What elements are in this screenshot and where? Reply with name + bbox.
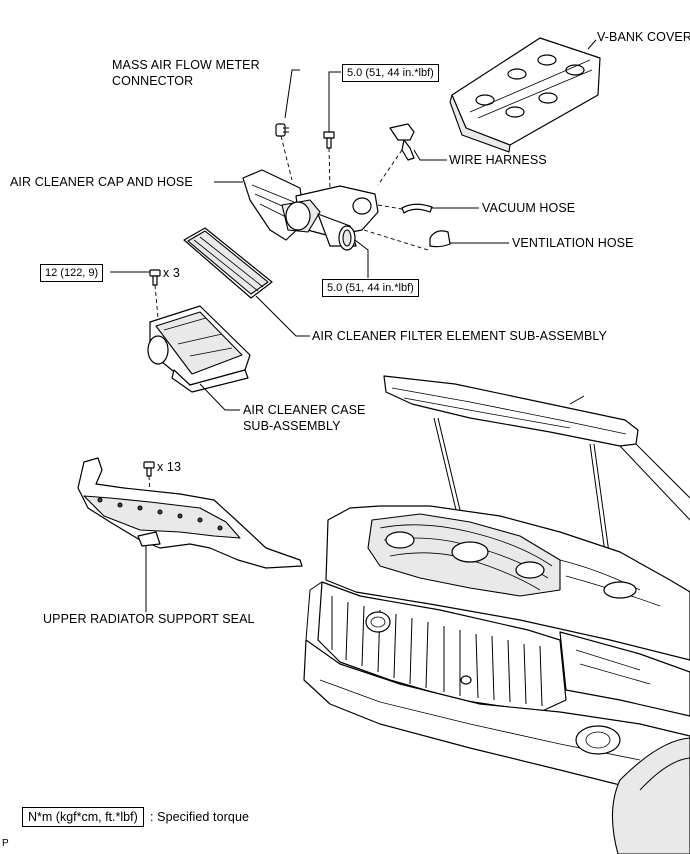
air-cleaner-case-label-line2: SUB-ASSEMBLY (243, 419, 341, 433)
top-bolt (323, 131, 335, 149)
air-cleaner-case-label-line1: AIR CLEANER CASE (243, 403, 366, 417)
quantity-13-label: x 13 (157, 460, 182, 474)
maf-connector (275, 123, 289, 137)
vacuum-hose-label: VACUUM HOSE (482, 201, 576, 215)
wire-harness-clip (389, 123, 415, 161)
v-bank-cover-label: V-BANK COVER (597, 30, 690, 44)
radiator-seal-label: UPPER RADIATOR SUPPORT SEAL (43, 612, 255, 626)
quantity-3-label: x 3 (163, 266, 180, 280)
maf-connector-label-line2: CONNECTOR (112, 74, 194, 88)
ventilation-hose-label: VENTILATION HOSE (512, 236, 634, 250)
torque-legend-text: : Specified torque (150, 810, 250, 824)
air-cleaner-filter-element (183, 227, 273, 299)
case-bolt (149, 269, 161, 286)
upper-radiator-support-seal (77, 457, 303, 569)
corner-mark: P (2, 838, 9, 849)
wire-harness-label: WIRE HARNESS (449, 153, 547, 167)
vehicle-illustration (303, 375, 690, 854)
torque-spec-mid: 5.0 (51, 44 in.*lbf) (322, 279, 419, 297)
seal-clip (143, 461, 155, 477)
torque-spec-top: 5.0 (51, 44 in.*lbf) (342, 64, 439, 82)
maf-connector-label-line1: MASS AIR FLOW METER (112, 58, 260, 72)
vacuum-hose (401, 203, 433, 214)
torque-legend-box: N*m (kgf*cm, ft.*lbf) (22, 807, 144, 827)
v-bank-cover (449, 37, 601, 153)
filter-element-label: AIR CLEANER FILTER ELEMENT SUB-ASSEMBLY (312, 329, 607, 343)
ventilation-hose (429, 230, 451, 248)
torque-spec-case: 12 (122, 9) (40, 264, 104, 282)
air-cleaner-cap-and-hose (242, 169, 379, 251)
air-cleaner-case (147, 305, 251, 393)
air-cleaner-cap-label: AIR CLEANER CAP AND HOSE (10, 175, 193, 189)
